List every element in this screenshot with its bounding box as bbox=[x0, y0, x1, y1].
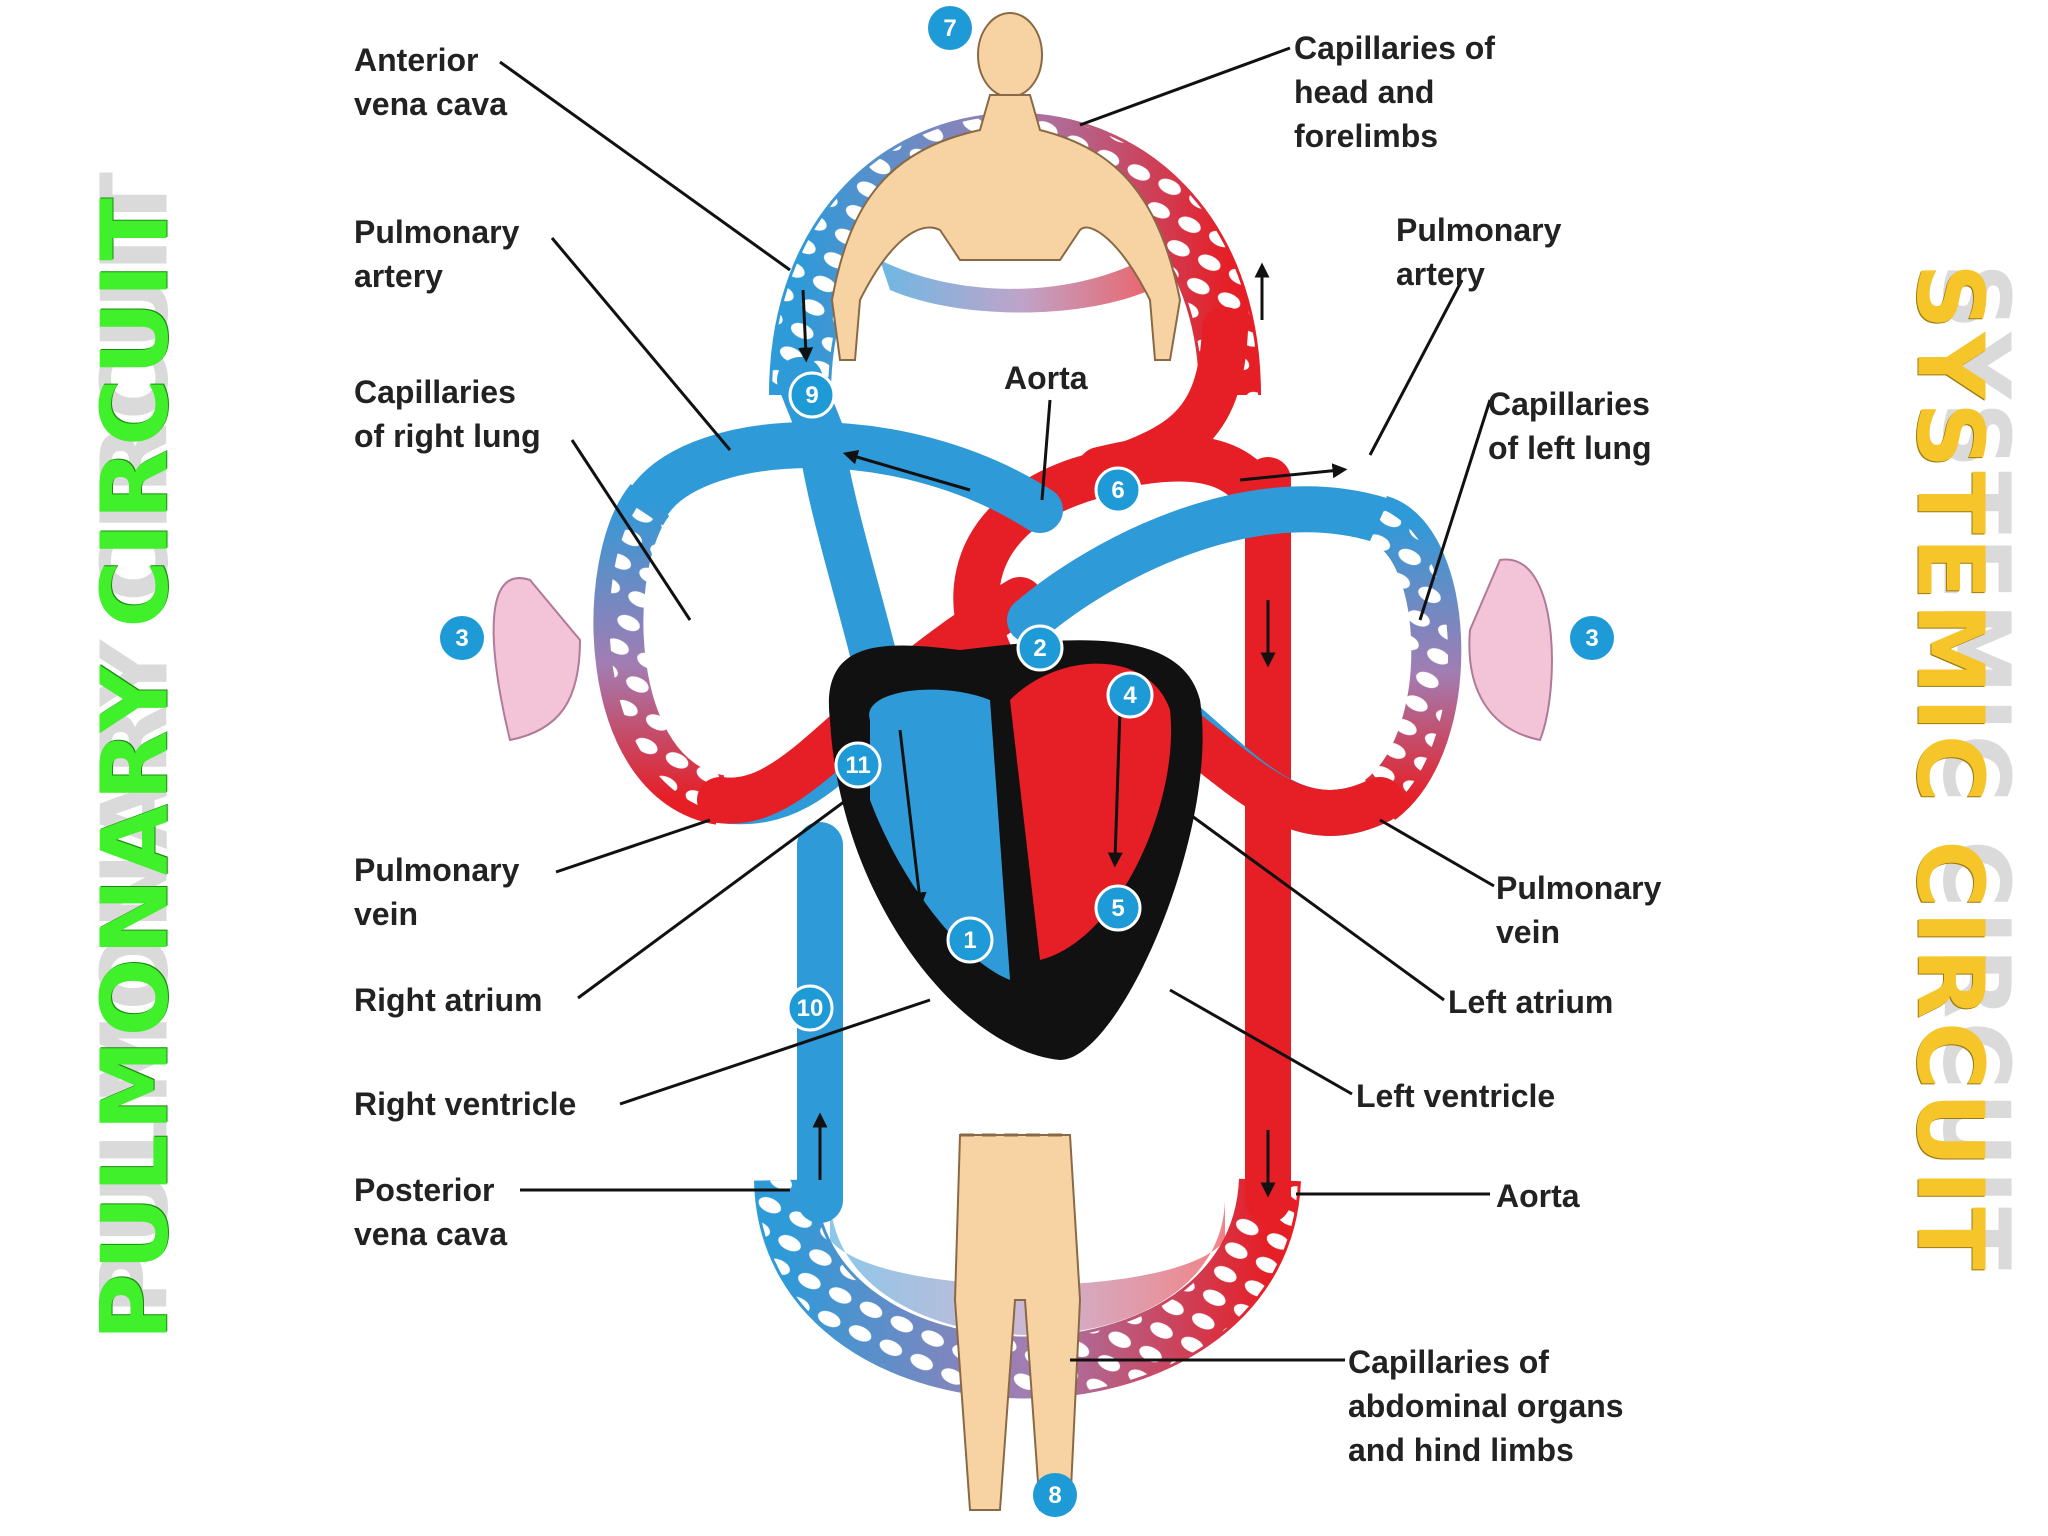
number-markers: 7 9 6 3 3 2 4 11 5 1 10 8 bbox=[440, 6, 1614, 1517]
lower-capillary-bed bbox=[754, 1177, 1301, 1399]
marker-9: 9 bbox=[788, 371, 836, 419]
marker-7: 7 bbox=[928, 6, 972, 50]
marker-1: 1 bbox=[946, 916, 994, 964]
svg-text:4: 4 bbox=[1123, 682, 1137, 709]
marker-10: 10 bbox=[786, 984, 834, 1032]
svg-text:8: 8 bbox=[1048, 1482, 1061, 1509]
marker-3-right: 3 bbox=[1570, 616, 1614, 660]
svg-text:5: 5 bbox=[1111, 895, 1124, 922]
label-aorta-bottom: Aorta bbox=[1496, 1178, 1580, 1214]
left-lung-circuit bbox=[1007, 486, 1553, 836]
svg-text:1: 1 bbox=[963, 927, 976, 954]
svg-text:9: 9 bbox=[805, 382, 818, 409]
lower-body-figure bbox=[953, 1133, 1082, 1511]
label-right-atrium: Right atrium bbox=[354, 982, 543, 1018]
label-left-atrium: Left atrium bbox=[1448, 984, 1614, 1020]
marker-6: 6 bbox=[1094, 466, 1142, 514]
svg-text:2: 2 bbox=[1033, 635, 1046, 662]
upper-body-figure bbox=[830, 12, 1182, 361]
label-aorta-top: Aorta bbox=[1004, 360, 1088, 396]
marker-11: 11 bbox=[834, 741, 882, 789]
svg-text:3: 3 bbox=[1585, 625, 1598, 652]
marker-5: 5 bbox=[1094, 884, 1142, 932]
svg-text:7: 7 bbox=[943, 15, 956, 42]
marker-3-left: 3 bbox=[440, 616, 484, 660]
svg-text:10: 10 bbox=[797, 995, 824, 1022]
systemic-circuit-title: SYSTEMIC CIRCUIT bbox=[1896, 263, 2004, 1273]
marker-2: 2 bbox=[1016, 624, 1064, 672]
svg-text:6: 6 bbox=[1111, 477, 1124, 504]
marker-8: 8 bbox=[1033, 1473, 1077, 1517]
svg-text:3: 3 bbox=[455, 625, 468, 652]
label-right-ventricle: Right ventricle bbox=[354, 1086, 577, 1122]
svg-text:11: 11 bbox=[845, 752, 870, 779]
flow-arrows bbox=[798, 262, 1348, 1198]
label-left-ventricle: Left ventricle bbox=[1356, 1078, 1556, 1114]
marker-4: 4 bbox=[1106, 671, 1154, 719]
leader-lines bbox=[499, 46, 1495, 1362]
pulmonary-circuit-title: PULMONARY CIRCUIT bbox=[81, 195, 189, 1341]
